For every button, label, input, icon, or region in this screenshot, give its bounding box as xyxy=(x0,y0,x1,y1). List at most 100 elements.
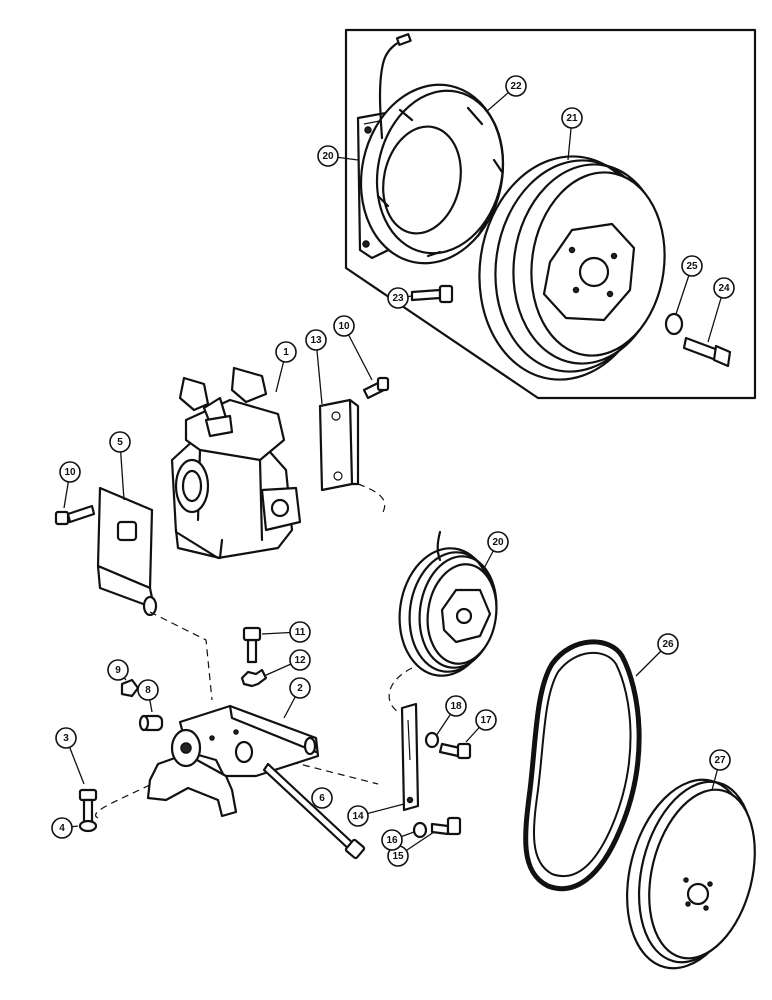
callout-circle xyxy=(107,659,129,681)
callout-number: 22 xyxy=(510,81,522,92)
bolt-15-part xyxy=(430,816,462,836)
spacer-8-part xyxy=(138,714,164,732)
bolt-17-part xyxy=(438,742,472,760)
bolt-23-part xyxy=(410,284,454,304)
callout-number: 23 xyxy=(392,293,404,304)
nut-9-part xyxy=(120,678,140,698)
washer-18-part xyxy=(424,731,440,749)
alignment-line-bracket xyxy=(357,483,386,515)
callout-circle xyxy=(333,315,355,337)
callout-number: 26 xyxy=(662,639,674,650)
callout-circle xyxy=(55,727,77,749)
callout-c5: 5 xyxy=(109,431,131,501)
callout-c23: 23 xyxy=(387,287,413,309)
base-bracket-2-part xyxy=(146,704,320,818)
callout-number: 20 xyxy=(322,151,334,162)
callout-circle xyxy=(487,531,509,553)
callout-c20b: 20 xyxy=(481,531,509,573)
callout-c3: 3 xyxy=(55,727,85,785)
callout-circle xyxy=(59,461,81,483)
callout-number: 2 xyxy=(297,683,303,694)
callout-number: 5 xyxy=(117,437,123,448)
callout-c27: 27 xyxy=(709,749,731,791)
callout-number: 10 xyxy=(338,321,350,332)
callout-circle xyxy=(505,75,527,97)
callout-circle xyxy=(289,649,311,671)
alignment-line-pulley xyxy=(388,667,413,713)
callout-number: 17 xyxy=(480,715,492,726)
callout-circle xyxy=(289,677,311,699)
clutch-field-coil-part xyxy=(359,33,505,265)
callout-circle xyxy=(381,829,403,851)
callout-circle xyxy=(317,145,339,167)
callout-number: 12 xyxy=(294,655,306,666)
callout-circle xyxy=(475,709,497,731)
alignment-line-bolt xyxy=(95,779,161,819)
callout-circle xyxy=(445,695,467,717)
callout-c24: 24 xyxy=(707,277,735,343)
callout-circle xyxy=(561,107,583,129)
callout-number: 14 xyxy=(352,811,364,822)
callout-number: 18 xyxy=(450,701,462,712)
alignment-line-plate xyxy=(149,611,213,701)
callout-c4: 4 xyxy=(51,817,79,839)
callout-c20a: 20 xyxy=(317,145,359,167)
bolt-24-part xyxy=(682,336,732,368)
callout-circle xyxy=(709,749,731,771)
callout-layer: 1234568910101112131415161718202021222324… xyxy=(51,75,735,867)
callout-number: 11 xyxy=(295,627,306,638)
callout-c2: 2 xyxy=(283,677,311,719)
mounting-plate-5-part xyxy=(96,486,158,617)
clutch-pulley-part xyxy=(478,155,666,381)
callout-c8: 8 xyxy=(137,679,159,713)
bolt-11-part xyxy=(242,626,262,664)
callout-number: 21 xyxy=(566,113,578,124)
callout-circle xyxy=(137,679,159,701)
adjusting-strap-14-part xyxy=(400,702,420,812)
bolt-10-right-part xyxy=(362,376,390,400)
callout-circle xyxy=(275,341,297,363)
callout-c17: 17 xyxy=(465,709,497,743)
callout-c21: 21 xyxy=(561,107,583,161)
callout-c13: 13 xyxy=(305,329,327,405)
callout-number: 8 xyxy=(145,685,151,696)
callout-c14: 14 xyxy=(347,803,405,827)
callout-number: 1 xyxy=(283,347,289,358)
callout-c1: 1 xyxy=(275,341,297,393)
callout-c10a: 10 xyxy=(333,315,373,381)
callout-number: 9 xyxy=(115,665,121,676)
callout-circle xyxy=(289,621,311,643)
callout-c26: 26 xyxy=(635,633,679,677)
washer-16-part xyxy=(412,821,428,839)
callout-number: 3 xyxy=(63,733,69,744)
callout-number: 6 xyxy=(319,793,325,804)
callout-c6: 6 xyxy=(311,787,333,809)
callout-number: 16 xyxy=(386,835,398,846)
callout-number: 4 xyxy=(59,823,65,834)
washer-4-part xyxy=(78,819,98,833)
callout-c22: 22 xyxy=(485,75,527,113)
callout-c10b: 10 xyxy=(59,461,81,509)
bolt-10-left-part xyxy=(54,504,96,526)
callout-c12: 12 xyxy=(263,649,311,677)
callout-number: 13 xyxy=(310,335,322,346)
bracket-13-part xyxy=(318,398,360,492)
callout-circle xyxy=(713,277,735,299)
callout-circle xyxy=(387,287,409,309)
callout-c16: 16 xyxy=(381,829,415,851)
v-belt-26-part xyxy=(523,639,642,892)
callout-circle xyxy=(681,255,703,277)
callout-circle xyxy=(305,329,327,351)
lockwasher-12-part xyxy=(240,668,268,688)
callout-number: 15 xyxy=(392,851,404,862)
callout-number: 24 xyxy=(718,283,730,294)
bolt-3-part xyxy=(78,788,98,824)
callout-circle xyxy=(657,633,679,655)
pulley-27-part xyxy=(626,778,756,970)
washer-25-part xyxy=(664,312,684,336)
callout-number: 25 xyxy=(686,261,698,272)
callout-number: 27 xyxy=(714,755,726,766)
compressor-part xyxy=(170,366,302,560)
callout-c15: 15 xyxy=(387,831,435,867)
